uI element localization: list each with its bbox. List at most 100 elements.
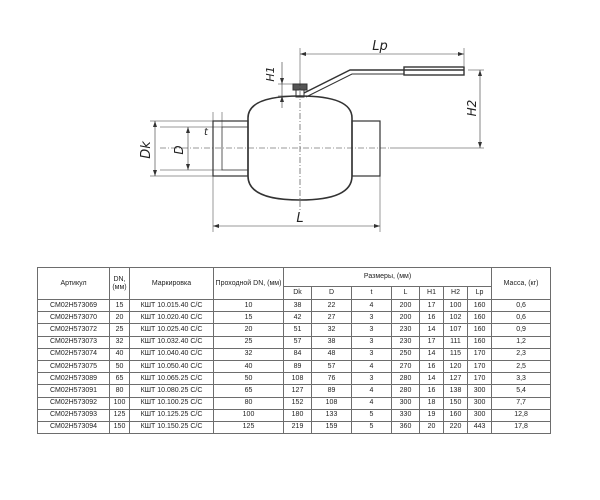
table-cell: 170 <box>466 359 493 374</box>
table-cell: 107 <box>443 323 468 337</box>
table-cell: 14 <box>419 323 444 337</box>
table-cell: 16 <box>419 359 444 374</box>
table-cell: 159 <box>311 420 352 435</box>
table-cell: КШТ 10.080.25 С/С <box>129 384 214 398</box>
table-cell: 65 <box>213 384 284 398</box>
table-cell: 108 <box>283 372 312 386</box>
table-cell: 219 <box>283 420 312 435</box>
table-cell: 18 <box>419 396 444 410</box>
table-cell: 230 <box>391 323 420 337</box>
table-cell: 14 <box>419 347 444 361</box>
table-cell: 220 <box>443 420 468 435</box>
table-cell: КШТ 10.040.40 С/С <box>129 347 214 361</box>
table-cell: CM02H573093 <box>37 408 110 422</box>
table-cell: 127 <box>443 372 468 386</box>
header-marking: Маркировка <box>129 267 214 300</box>
table-cell: КШТ 10.125.25 С/С <box>129 408 214 422</box>
table-cell: 15 <box>109 298 130 313</box>
table-cell: 89 <box>283 359 312 374</box>
table-cell: 40 <box>109 347 130 361</box>
table-cell: 160 <box>466 323 493 337</box>
table-cell: 32 <box>311 323 352 337</box>
table-cell: 230 <box>391 335 420 349</box>
table-cell: 15 <box>213 311 284 325</box>
table-cell: 300 <box>466 396 493 410</box>
table-cell: 80 <box>213 396 284 410</box>
table-cell: КШТ 10.150.25 С/С <box>129 420 214 435</box>
table-cell: 443 <box>466 420 493 435</box>
header-article: Артикул <box>37 267 110 300</box>
table-cell: 115 <box>443 347 468 361</box>
table-cell: 16 <box>419 311 444 325</box>
header-d: D <box>311 286 352 300</box>
table-cell: 5,4 <box>491 384 552 398</box>
table-cell: 200 <box>391 298 420 313</box>
header-dimensions: Размеры, (мм) <box>282 267 493 287</box>
spec-table: Артикул DN, (мм) Маркировка Проходной DN… <box>37 267 552 435</box>
table-cell: CM02H573091 <box>37 384 110 398</box>
label-t: t <box>204 127 209 138</box>
table-cell: 76 <box>311 372 352 386</box>
table-cell: CM02H573094 <box>37 420 110 435</box>
table-cell: 17 <box>419 335 444 349</box>
header-dn: DN, (мм) <box>109 267 130 300</box>
table-cell: 4 <box>351 384 392 398</box>
table-cell: 42 <box>283 311 312 325</box>
table-cell: 5 <box>351 420 392 435</box>
table-cell: 25 <box>109 323 130 337</box>
header-dk: Dk <box>283 286 312 300</box>
table-cell: 270 <box>391 359 420 374</box>
table-cell: КШТ 10.025.40 С/С <box>129 323 214 337</box>
table-cell: 3 <box>351 372 392 386</box>
table-cell: 51 <box>283 323 312 337</box>
table-cell: 3,3 <box>491 372 552 386</box>
table-cell: 5 <box>351 408 392 422</box>
table-cell: 200 <box>391 311 420 325</box>
table-cell: 127 <box>283 384 312 398</box>
label-dk: Dk <box>139 141 154 159</box>
header-l: L <box>391 286 420 300</box>
header-passage-dn: Проходной DN, (мм) <box>213 267 284 300</box>
table-cell: 300 <box>391 396 420 410</box>
table-cell: 84 <box>283 347 312 361</box>
table-cell: 170 <box>466 372 493 386</box>
table-cell: 160 <box>466 311 493 325</box>
left-pipe <box>212 120 249 177</box>
table-cell: КШТ 10.100.25 С/С <box>129 396 214 410</box>
table-cell: 133 <box>311 408 352 422</box>
table-cell: 22 <box>311 298 352 313</box>
table-cell: 65 <box>109 372 130 386</box>
table-cell: CM02H573075 <box>37 359 110 374</box>
table-cell: 152 <box>283 396 312 410</box>
table-cell: 4 <box>351 359 392 374</box>
right-pipe <box>351 120 381 177</box>
table-cell: 17 <box>419 298 444 313</box>
table-cell: 1,2 <box>491 335 552 349</box>
table-cell: 2,3 <box>491 347 552 361</box>
table-cell: 10 <box>213 298 284 313</box>
table-cell: 38 <box>311 335 352 349</box>
table-cell: 3 <box>351 347 392 361</box>
table-cell: 100 <box>109 396 130 410</box>
table-cell: CM02H573089 <box>37 372 110 386</box>
table-cell: КШТ 10.015.40 С/С <box>129 298 214 313</box>
table-cell: 0,6 <box>491 311 552 325</box>
table-cell: CM02H573073 <box>37 335 110 349</box>
table-cell: 100 <box>213 408 284 422</box>
table-cell: КШТ 10.032.40 С/С <box>129 335 214 349</box>
table-cell: 57 <box>283 335 312 349</box>
table-cell: 280 <box>391 372 420 386</box>
table-cell: 20 <box>109 311 130 325</box>
table-cell: 125 <box>109 408 130 422</box>
table-cell: 280 <box>391 384 420 398</box>
table-cell: 17,8 <box>491 420 552 435</box>
table-cell: 40 <box>213 359 284 374</box>
table-cell: 50 <box>109 359 130 374</box>
